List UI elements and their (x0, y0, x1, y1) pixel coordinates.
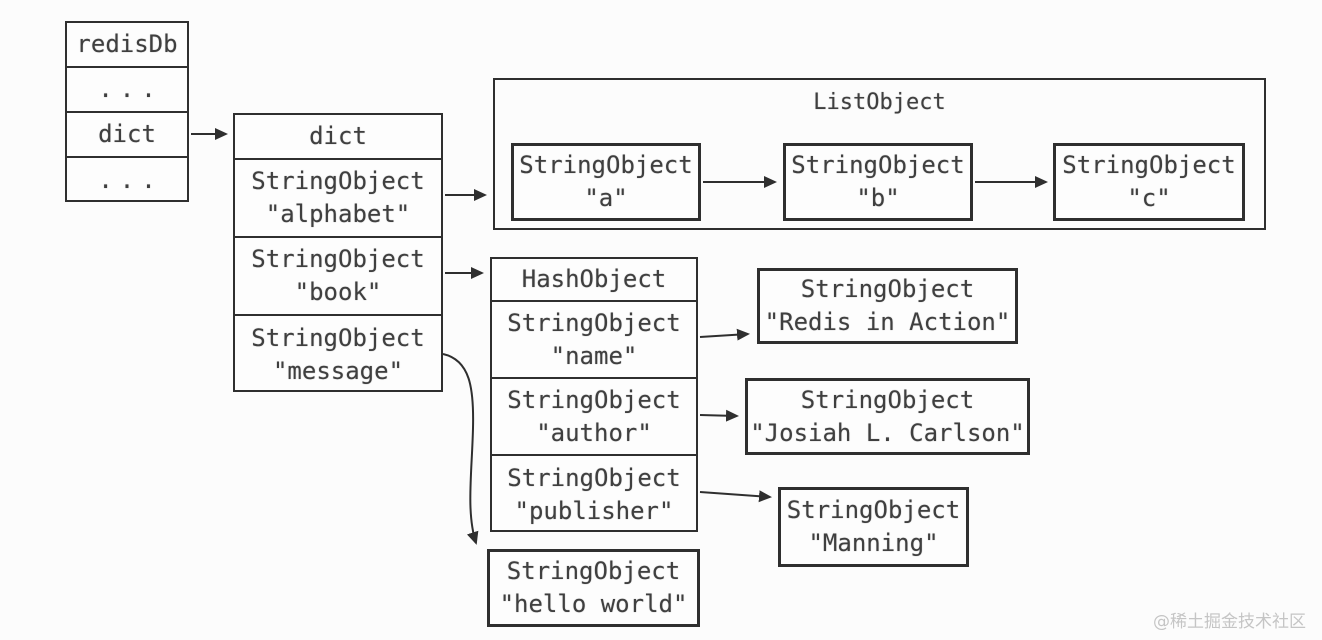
object-value-label: "c" (1127, 184, 1171, 212)
dict-header-label: dict (309, 122, 367, 150)
hashobject-header-label: HashObject (521, 265, 667, 293)
object-type-label: StringObject (1062, 151, 1236, 179)
listobject-container: ListObject (493, 78, 1266, 230)
redisdb-row-ellipsis-top: ... (67, 68, 187, 113)
arrow-name-to-value (699, 328, 750, 341)
hash-field-publisher: StringObject "publisher" (492, 456, 696, 533)
object-type-label: StringObject (506, 557, 681, 585)
redisdb-row-dict: dict (67, 113, 187, 158)
object-type-label: StringObject (800, 385, 975, 414)
name-value-box: StringObject "Redis in Action" (757, 268, 1018, 344)
object-value-label: "hello world" (499, 590, 688, 618)
dict-cell-alphabet: StringObject "alphabet" (235, 160, 441, 238)
object-value-label: "Manning" (808, 529, 939, 557)
redisdb-row-title: redisDb (67, 23, 187, 68)
object-value-label: "name" (550, 341, 638, 370)
object-value-label: "author" (536, 418, 652, 447)
object-type-label: StringObject (507, 385, 681, 414)
object-value-label: "a" (584, 184, 628, 212)
dict-pointer-label: dict (98, 120, 156, 148)
dict-table: dict StringObject "alphabet" StringObjec… (233, 113, 443, 392)
object-value-label: "message" (272, 357, 404, 385)
ellipsis-label: ... (98, 166, 163, 194)
object-type-label: StringObject (251, 245, 425, 273)
object-value-label: "b" (856, 184, 900, 212)
object-type-label: StringObject (791, 151, 965, 179)
watermark: @稀土掘金技术社区 (1153, 612, 1306, 632)
dict-table-header: dict (235, 115, 441, 160)
object-value-label: "book" (294, 278, 382, 306)
redisdb-table: redisDb ... dict ... (65, 21, 189, 202)
listobject-item-b: StringObject "b" (783, 143, 973, 221)
redisdb-label: redisDb (76, 30, 178, 58)
listobject-item-c: StringObject "c" (1053, 143, 1245, 221)
object-value-label: "Josiah L. Carlson" (750, 418, 1025, 447)
hash-field-author: StringObject "author" (492, 379, 696, 456)
hashobject-table: HashObject StringObject "name" StringObj… (490, 257, 698, 532)
arrow-author-to-value (699, 409, 739, 422)
message-value-box: StringObject "hello world" (487, 549, 700, 627)
listobject-item-a: StringObject "a" (511, 143, 701, 221)
object-type-label: StringObject (786, 496, 961, 524)
author-value-box: StringObject "Josiah L. Carlson" (745, 378, 1030, 455)
publisher-value-box: StringObject "Manning" (778, 487, 969, 567)
hash-field-name: StringObject "name" (492, 302, 696, 379)
dict-cell-book: StringObject "book" (235, 238, 441, 316)
object-value-label: "Redis in Action" (764, 308, 1011, 336)
dict-cell-message: StringObject "message" (235, 316, 441, 394)
listobject-title: ListObject (813, 90, 946, 115)
object-type-label: StringObject (519, 151, 693, 179)
hashobject-header: HashObject (492, 259, 696, 302)
object-value-label: "publisher" (514, 496, 674, 525)
arrow-message-to-value (442, 353, 479, 545)
arrow-publisher-to-value (699, 490, 772, 503)
object-type-label: StringObject (800, 275, 975, 303)
object-type-label: StringObject (251, 324, 425, 352)
object-type-label: StringObject (251, 167, 425, 195)
object-type-label: StringObject (507, 463, 681, 492)
redisdb-row-ellipsis-bottom: ... (67, 158, 187, 203)
object-value-label: "alphabet" (265, 200, 411, 228)
ellipsis-label: ... (98, 75, 163, 103)
object-type-label: StringObject (507, 308, 681, 337)
